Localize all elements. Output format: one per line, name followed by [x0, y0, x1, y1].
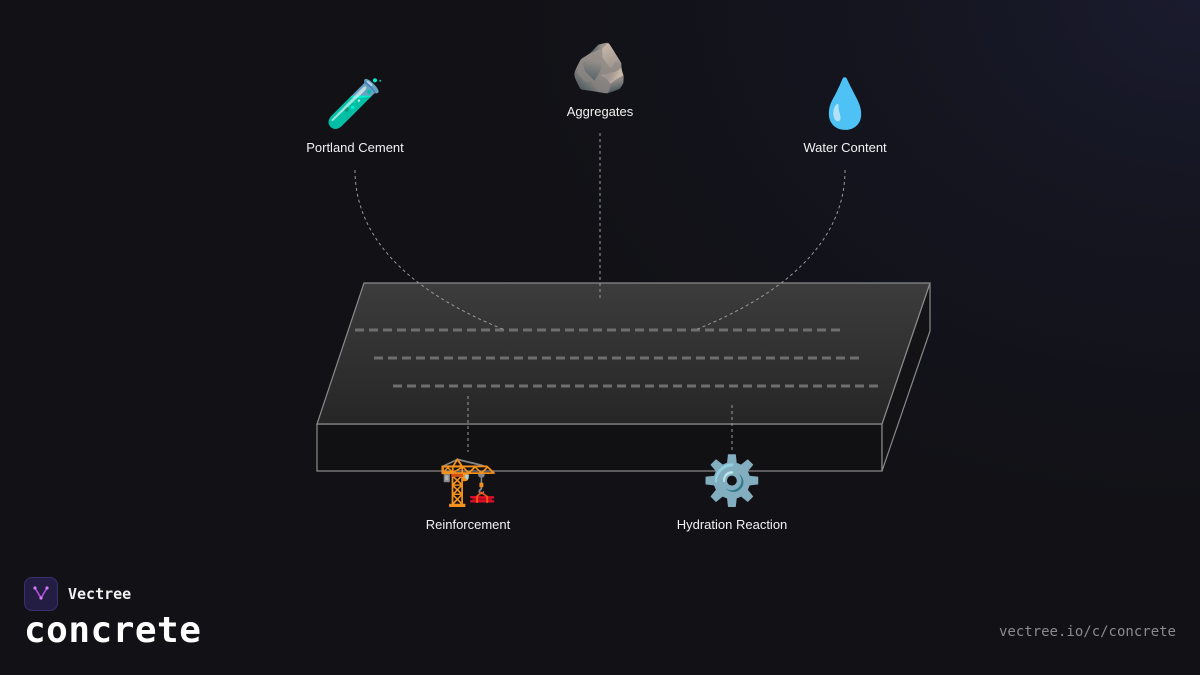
- vectree-logo-icon: [24, 577, 58, 611]
- node-label: Aggregates: [566, 104, 634, 119]
- node-label: Reinforcement: [425, 517, 511, 532]
- node-label: Hydration Reaction: [676, 517, 788, 532]
- water-drop-icon: 💧: [815, 76, 875, 132]
- node-aggregates: 🪨 Aggregates: [510, 40, 690, 119]
- page-title: concrete: [24, 610, 202, 651]
- node-water-content: 💧 Water Content: [755, 76, 935, 155]
- rock-icon: 🪨: [570, 40, 630, 96]
- gear-icon: ⚙️: [702, 453, 762, 509]
- brand: Vectree: [24, 577, 131, 611]
- node-label: Portland Cement: [306, 140, 404, 155]
- page-url[interactable]: vectree.io/c/concrete: [998, 624, 1176, 640]
- node-label: Water Content: [803, 140, 887, 155]
- slab-top-face: [316, 282, 931, 425]
- brand-name: Vectree: [68, 585, 132, 603]
- node-reinforcement: 🏗️ Reinforcement: [378, 453, 558, 532]
- node-hydration-reaction: ⚙️ Hydration Reaction: [642, 453, 822, 532]
- node-portland-cement: 🧪 Portland Cement: [265, 76, 445, 155]
- crane-icon: 🏗️: [438, 453, 498, 509]
- test-tube-icon: 🧪: [325, 76, 385, 132]
